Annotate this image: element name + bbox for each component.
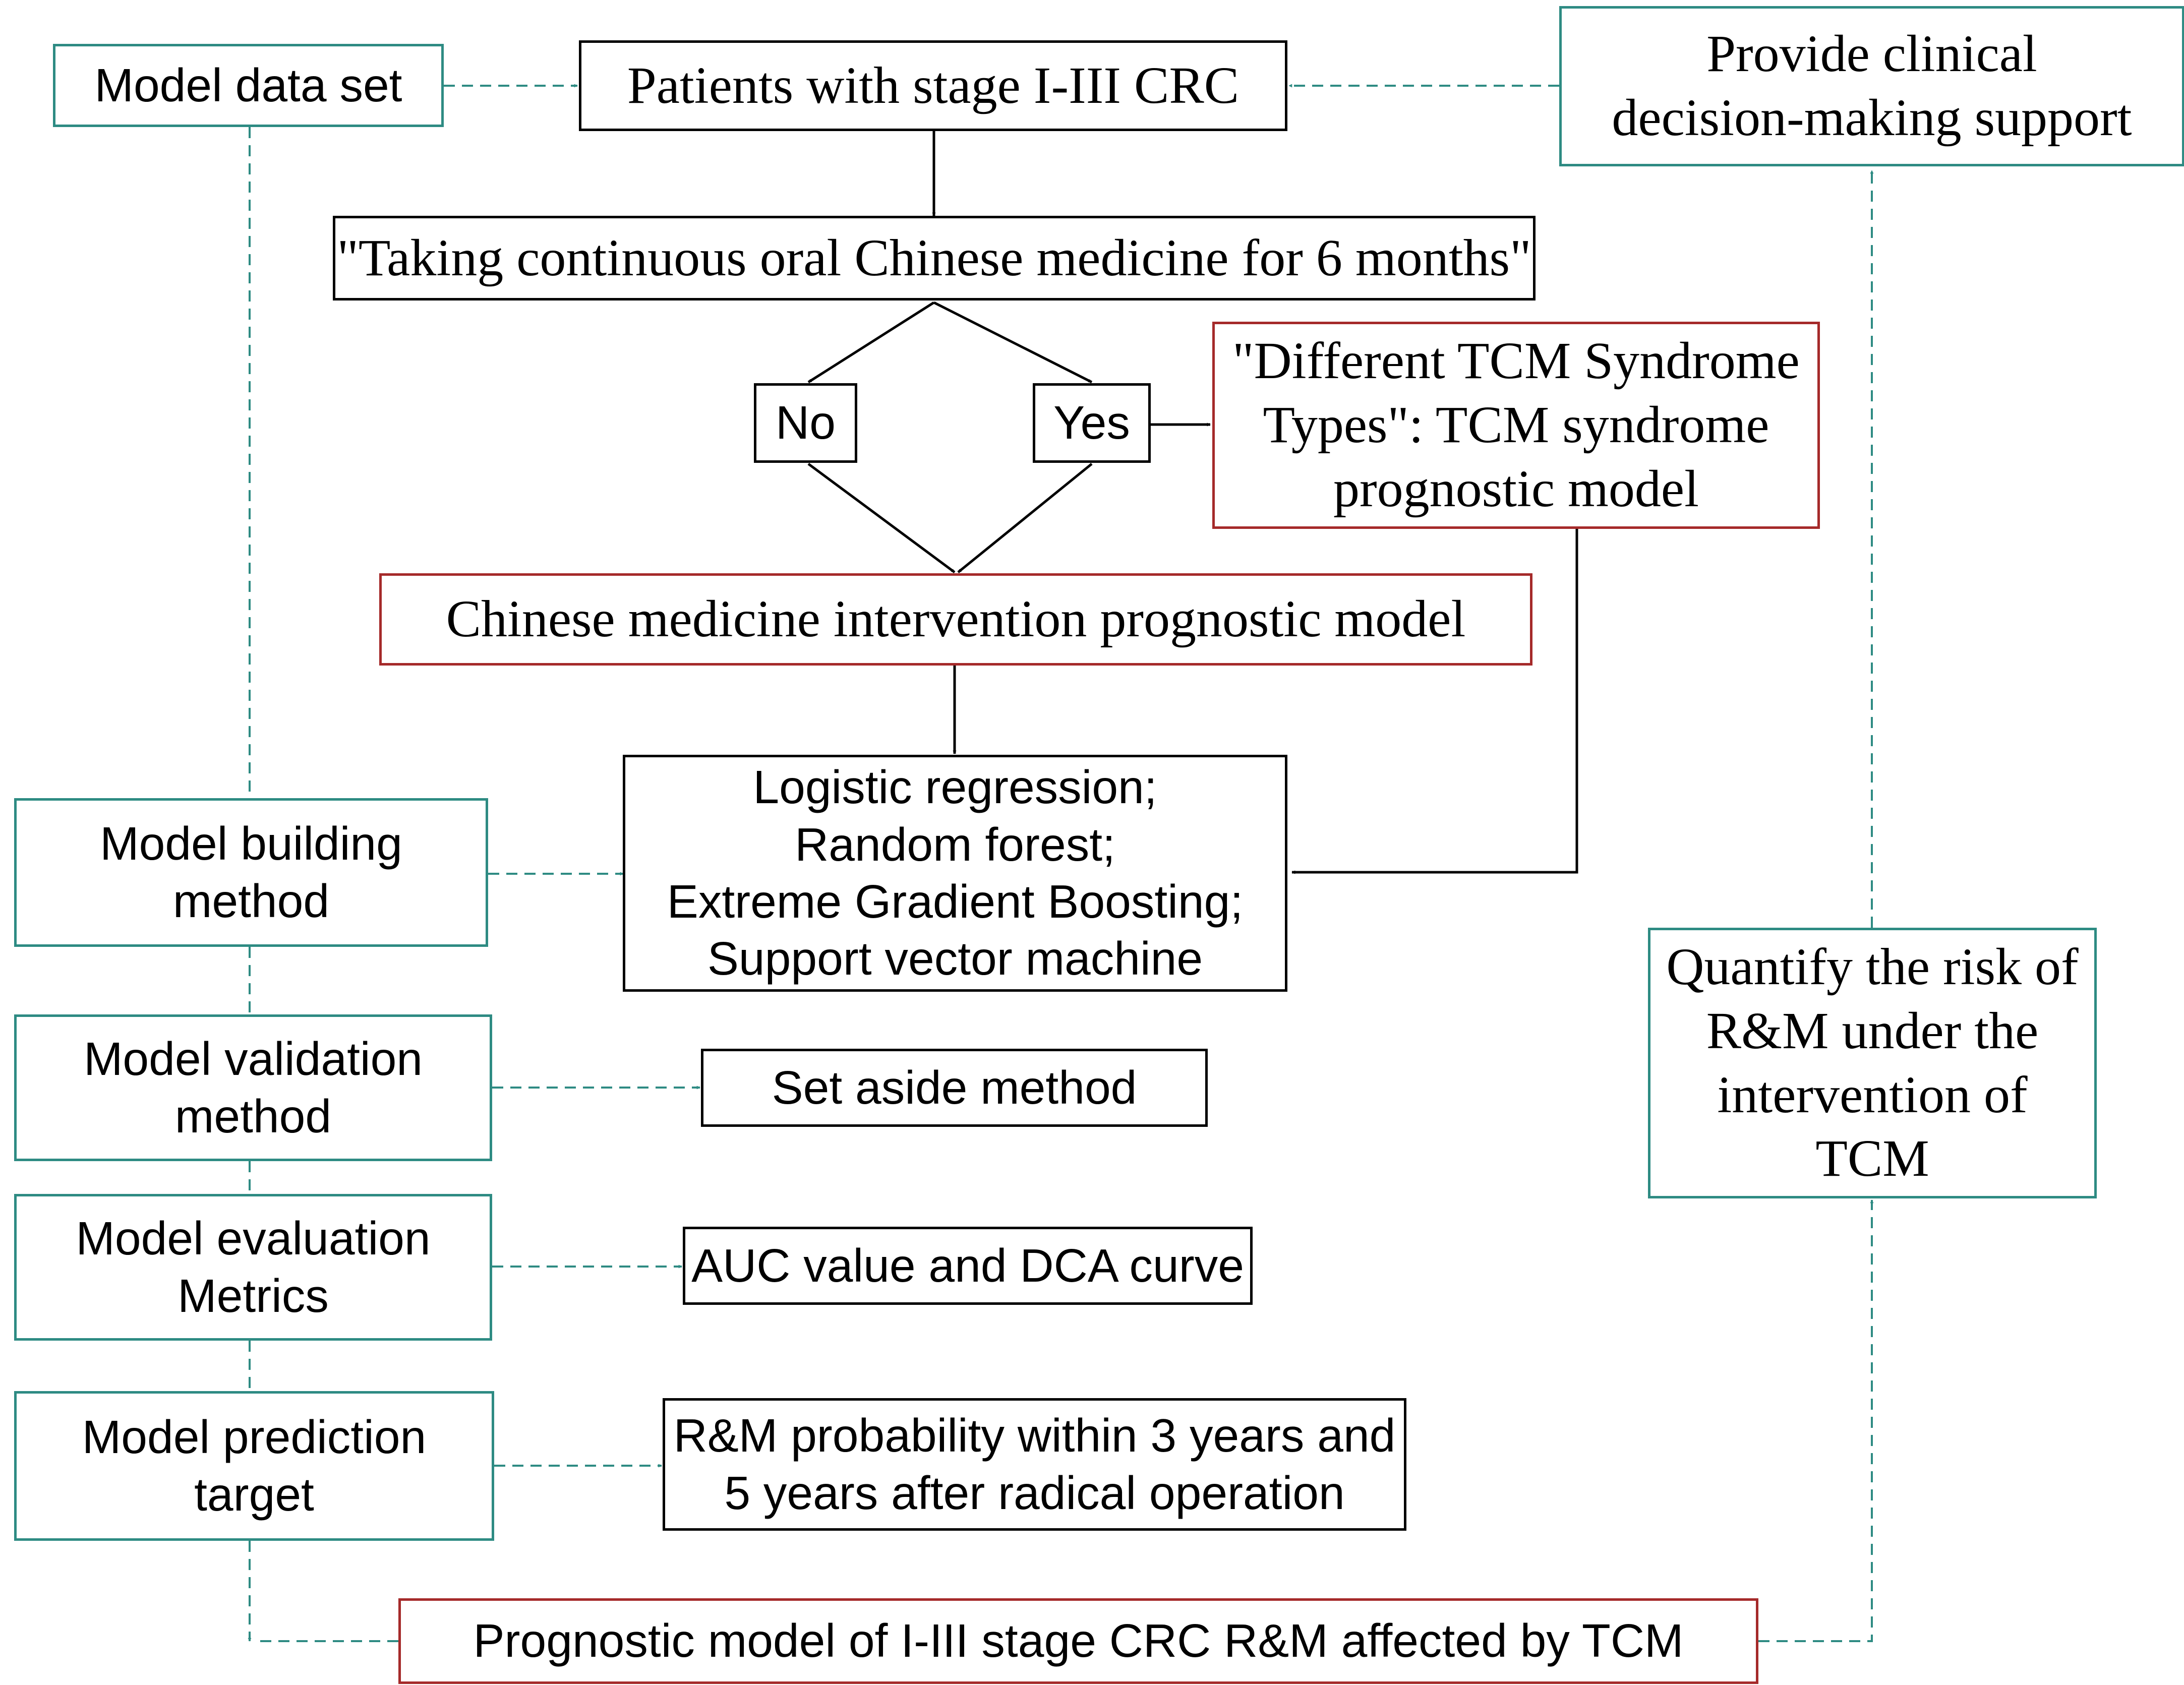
taking-medicine-box: "Taking continuous oral Chinese medicine… [333,216,1536,300]
patients-box: Patients with stage I-III CRC [579,40,1287,131]
model-evaluation-line-1: Model evaluation [76,1212,431,1265]
branch-to-no [807,301,935,384]
yes-line-1: Yes [1053,396,1130,449]
model-data-set-box: Model data set [53,44,444,127]
set-aside-box: Set aside method [701,1049,1208,1127]
dashed-final-to-quantify [1758,1199,1874,1642]
syndrome-types-line-2: Types": TCM syndrome [1263,396,1769,454]
model-validation-line-2: method [174,1090,332,1142]
probability-line-1: R&M probability within 3 years and [673,1409,1396,1462]
intervention-model-line-1: Chinese medicine intervention prognostic… [446,590,1466,648]
clinical-support-line-1: Provide clinical [1706,25,2037,83]
syndrome-types-line-1: "Different TCM Syndrome [1232,332,1800,390]
quantify-risk-line-3: intervention of [1717,1065,2028,1124]
auc-line-1: AUC value and DCA curve [691,1239,1244,1292]
final-model-line-1: Prognostic model of I-III stage CRC R&M … [473,1614,1684,1667]
model-data-set-line-1: Model data set [94,58,402,111]
model-building-line-2: method [172,874,330,927]
yes-box: Yes [1033,383,1151,463]
clinical-support-line-2: decision-making support [1612,89,2132,147]
methods-line-1: Logistic regression; [753,761,1157,814]
model-prediction-line-2: target [194,1468,314,1521]
final-model-box: Prognostic model of I-III stage CRC R&M … [398,1598,1758,1684]
merge-from-yes [957,463,1093,573]
no-box: No [754,383,857,463]
no-line-1: No [776,396,836,449]
syndrome-types-line-3: prognostic model [1333,459,1699,518]
model-evaluation-line-2: Metrics [178,1269,329,1322]
intervention-model-box: Chinese medicine intervention prognostic… [379,573,1532,666]
clinical-support-box: Provide clinical decision-making support [1559,6,2184,166]
quantify-risk-line-2: R&M under the [1706,1001,2039,1060]
model-prediction-line-1: Model prediction [82,1411,427,1464]
model-building-line-1: Model building [100,817,402,870]
set-aside-line-1: Set aside method [772,1061,1137,1114]
taking-medicine-line-1: "Taking continuous oral Chinese medicine… [337,228,1531,287]
branch-to-yes [933,301,1093,384]
arrow-syndrome-to-methods [1291,529,1578,874]
merge-from-no [807,462,956,574]
methods-line-3: Extreme Gradient Boosting; [667,875,1244,928]
model-validation-line-1: Model validation [83,1033,423,1086]
quantify-risk-line-1: Quantify the risk of [1666,937,2079,996]
probability-line-2: 5 years after radical operation [724,1466,1345,1519]
patients-line-1: Patients with stage I-III CRC [627,56,1239,114]
methods-line-2: Random forest; [795,818,1115,871]
methods-box: Logistic regression;Random forest;Extrem… [623,755,1287,992]
auc-box: AUC value and DCA curve [683,1227,1253,1305]
methods-line-4: Support vector machine [707,932,1203,985]
quantify-risk-line-4: TCM [1815,1129,1929,1188]
